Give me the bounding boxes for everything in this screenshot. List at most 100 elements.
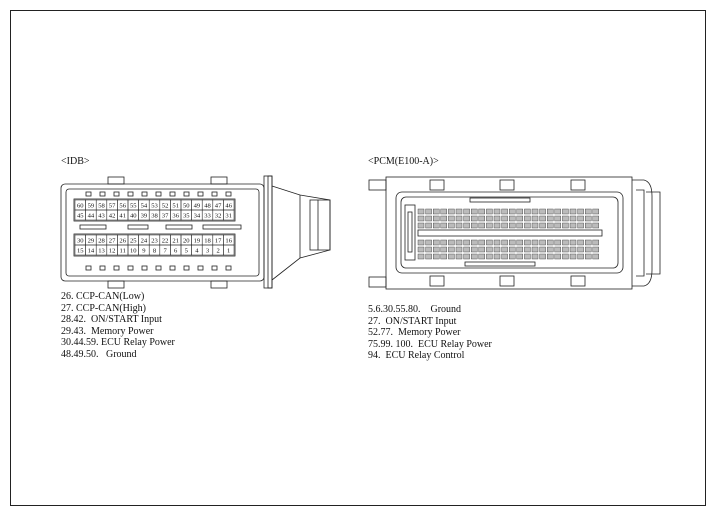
- pcm-pin-cavity: [448, 215, 455, 222]
- legend-item: 94. ECU Relay Control: [368, 350, 465, 362]
- pcm-pin-cavity: [455, 208, 463, 215]
- legend-item: 5.6.30.55.80. Ground: [368, 304, 462, 315]
- idb-pin-number: 18: [204, 238, 211, 245]
- pcm-pin-cavity: [547, 222, 554, 229]
- pcm-pin-cavity: [448, 253, 455, 260]
- pcm-pin-cavity: [592, 246, 599, 253]
- pcm-pin-cavity: [463, 246, 470, 253]
- legend-item: 30.44.59. ECU Relay Power: [61, 337, 175, 349]
- idb-pin-number: 6: [174, 248, 178, 255]
- pcm-pin-cavity: [440, 208, 447, 215]
- pcm-pin-cavity: [433, 239, 440, 246]
- pcm-pin-cavity: [554, 239, 561, 246]
- pcm-pin-cavity: [493, 239, 501, 246]
- pcm-pin-cavity: [562, 253, 569, 260]
- idb-pin-number: 31: [225, 213, 232, 220]
- pcm-pin-cavity: [448, 246, 455, 253]
- pcm-pin-cavity: [524, 253, 531, 260]
- pcm-pin-cavity: [455, 215, 463, 222]
- pcm-pin-cavity: [524, 246, 531, 253]
- idb-pin-number: 51: [172, 203, 179, 210]
- idb-pin-number: 26: [119, 238, 126, 245]
- idb-pin-number: 38: [151, 213, 158, 220]
- pcm-pin-cavity: [577, 215, 584, 222]
- pcm-pin-cavity: [463, 253, 470, 260]
- pcm-pin-cavity: [417, 222, 425, 229]
- pcm-pin-cavity: [539, 215, 546, 222]
- pcm-pin-cavity: [547, 246, 554, 253]
- idb-pin-number: 56: [119, 203, 126, 210]
- pcm-pin-cavity: [569, 246, 577, 253]
- idb-pin-number: 5: [185, 248, 189, 255]
- pcm-pin-cavity: [440, 215, 447, 222]
- idb-pin-number: 36: [172, 213, 179, 220]
- idb-pin-number: 14: [88, 248, 95, 255]
- idb-pin-number: 54: [141, 203, 148, 210]
- pcm-pin-cavity: [425, 239, 432, 246]
- pcm-pin-cavity: [531, 246, 539, 253]
- pcm-pin-cavity: [448, 239, 455, 246]
- idb-pin-number: 27: [109, 238, 116, 245]
- pcm-pin-cavity: [531, 215, 539, 222]
- pcm-pin-cavity: [524, 222, 531, 229]
- idb-pin-number: 47: [215, 203, 222, 210]
- pcm-pin-cavity: [585, 215, 592, 222]
- idb-pin-number: 60: [77, 203, 84, 210]
- idb-pin-number: 34: [194, 213, 201, 220]
- idb-pin-number: 11: [120, 248, 126, 255]
- pcm-pin-cavity: [440, 246, 447, 253]
- idb-pin-number: 55: [130, 203, 137, 210]
- pcm-pin-cavity: [554, 215, 561, 222]
- pcm-pin-cavity: [585, 239, 592, 246]
- idb-pin-number: 1: [227, 248, 230, 255]
- idb-pin-number: 50: [183, 203, 190, 210]
- pcm-pin-cavity: [585, 246, 592, 253]
- idb-pin-number: 59: [88, 203, 95, 210]
- pcm-pin-cavity: [433, 253, 440, 260]
- pcm-pin-cavity: [577, 253, 584, 260]
- pcm-pin-cavity: [592, 239, 599, 246]
- pcm-pin-cavity: [592, 253, 599, 260]
- idb-pin-number: 2: [216, 248, 219, 255]
- legend-item: 26. CCP-CAN(Low): [61, 291, 145, 302]
- pcm-pin-cavity: [509, 239, 516, 246]
- idb-pin-number: 21: [172, 238, 179, 245]
- pcm-title: <PCM(E100-A)>: [368, 156, 439, 167]
- pcm-pin-cavity: [562, 239, 569, 246]
- pcm-pin-cavity: [433, 246, 440, 253]
- pcm-pin-cavity: [448, 208, 455, 215]
- idb-pin-number: 12: [109, 248, 116, 255]
- idb-pin-block: [73, 233, 236, 257]
- pcm-pin-cavity: [471, 246, 478, 253]
- pcm-pin-cavity: [569, 222, 577, 229]
- idb-pin-number: 4: [195, 248, 199, 255]
- pcm-pin-cavity: [577, 246, 584, 253]
- pcm-pin-cavity: [501, 246, 508, 253]
- pcm-pin-cavity: [463, 222, 470, 229]
- pcm-pin-cavity: [455, 222, 463, 229]
- idb-pin-number: 8: [153, 248, 157, 255]
- pcm-pin-cavity: [501, 253, 508, 260]
- idb-pin-number: 37: [162, 213, 169, 220]
- idb-pin-number: 28: [98, 238, 105, 245]
- pcm-pin-cavity: [524, 208, 531, 215]
- pcm-pin-cavity: [531, 253, 539, 260]
- idb-pin-number: 43: [98, 213, 105, 220]
- idb-pin-number: 9: [142, 248, 146, 255]
- pcm-pin-grid: [417, 208, 599, 260]
- idb-pin-number: 58: [98, 203, 105, 210]
- idb-pin-number: 39: [141, 213, 148, 220]
- pcm-pin-cavity: [425, 253, 432, 260]
- idb-pin-cell: [223, 244, 235, 256]
- pcm-pin-cavity: [577, 208, 584, 215]
- pcm-pin-cavity: [569, 215, 577, 222]
- pcm-pin-cavity: [539, 253, 546, 260]
- idb-pin-legend: 26. CCP-CAN(Low) 27. CCP-CAN(High) 28.42…: [61, 291, 175, 361]
- pcm-pin-cavity: [509, 222, 516, 229]
- pcm-pin-cavity: [569, 239, 577, 246]
- pcm-pin-cavity: [486, 239, 493, 246]
- pcm-pin-cavity: [471, 239, 478, 246]
- pcm-pin-cavity: [425, 215, 432, 222]
